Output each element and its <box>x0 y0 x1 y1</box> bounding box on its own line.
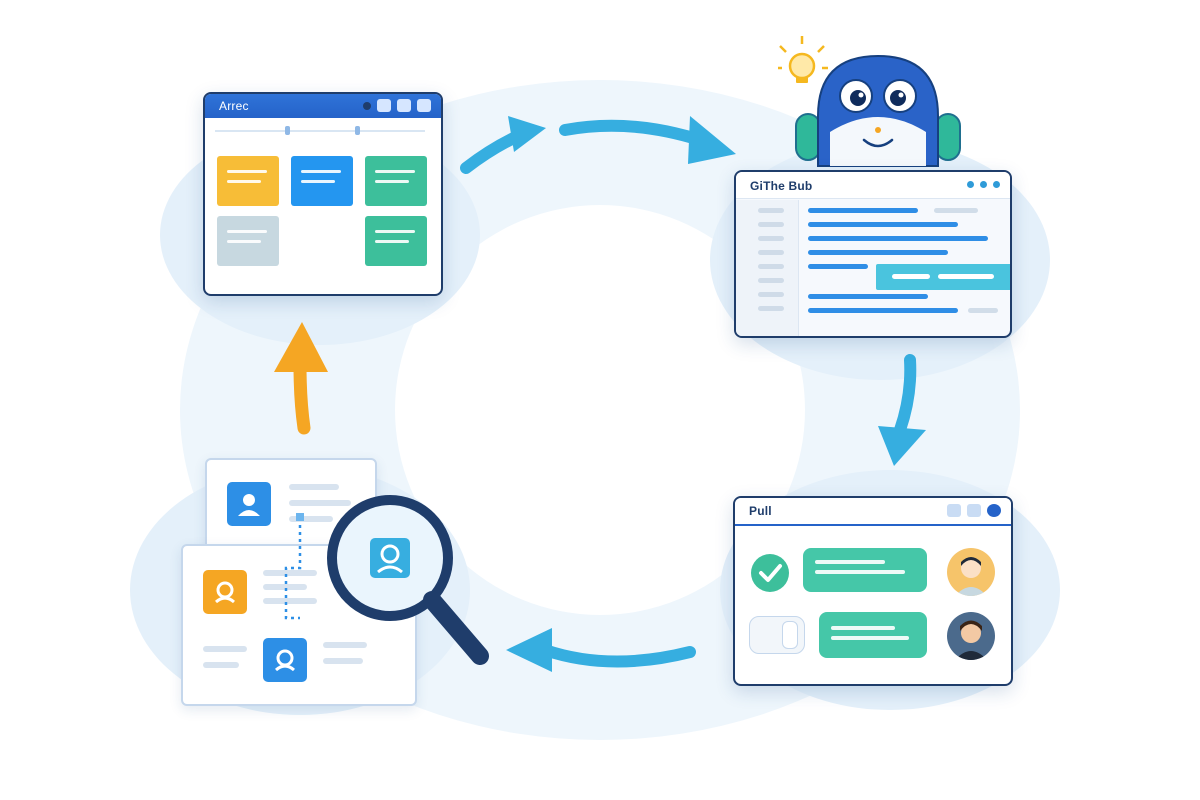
window-controls <box>967 181 1000 188</box>
toggle-knob <box>782 621 798 649</box>
title-bar: Pull <box>735 498 1011 526</box>
suggestion-line <box>938 274 994 279</box>
code-line <box>808 308 958 313</box>
card-text-line <box>227 230 267 233</box>
gutter-line <box>758 278 784 283</box>
kanban-board-window: Arrec <box>203 92 443 296</box>
card-text-line <box>375 170 415 173</box>
lightbulb-icon <box>778 36 828 83</box>
review-comment-bubble[interactable] <box>803 548 927 592</box>
task-card[interactable] <box>291 156 353 206</box>
gutter-line <box>758 264 784 269</box>
arrow-up-icon <box>274 322 328 435</box>
column-marker <box>355 126 360 135</box>
task-card[interactable] <box>365 156 427 206</box>
comment-line <box>831 626 895 630</box>
doc-text-line <box>263 584 307 590</box>
review-comment-bubble[interactable] <box>819 612 927 658</box>
card-text-line <box>227 180 261 183</box>
robot-assistant-icon <box>778 36 961 167</box>
user-search-icon <box>203 570 247 614</box>
window-title: Arrec <box>219 99 249 113</box>
code-line <box>808 264 868 269</box>
task-card[interactable] <box>217 216 279 266</box>
doc-text-line <box>289 500 351 506</box>
doc-text-line <box>323 658 363 664</box>
close-button[interactable] <box>417 99 431 112</box>
column-marker <box>285 126 290 135</box>
arrow-right-icon <box>559 116 736 164</box>
gutter-line <box>758 292 784 297</box>
comment-line <box>815 570 905 574</box>
card-text-line <box>375 240 409 243</box>
task-card[interactable] <box>365 216 427 266</box>
pull-request-window: Pull <box>733 496 1013 686</box>
code-line <box>934 208 978 213</box>
doc-text-line <box>263 570 317 576</box>
minimize-button[interactable] <box>947 504 961 517</box>
code-line <box>808 294 928 299</box>
window-controls <box>947 504 1001 517</box>
code-editor-window: GiThe Bub <box>734 170 1012 338</box>
connector-dots <box>284 513 304 620</box>
window-dot[interactable] <box>993 181 1000 188</box>
avatar <box>947 612 995 660</box>
card-text-line <box>227 170 267 173</box>
window-title: GiThe Bub <box>750 179 813 193</box>
card-text-line <box>301 170 341 173</box>
avatar <box>947 548 995 596</box>
close-button[interactable] <box>987 504 1001 517</box>
window-controls <box>363 99 431 112</box>
ai-suggestion-highlight[interactable] <box>876 264 1010 290</box>
doc-text-line <box>203 662 239 668</box>
line-gutter <box>736 200 799 336</box>
arrow-left-icon <box>506 628 696 672</box>
doc-text-line <box>323 642 367 648</box>
window-title: Pull <box>749 504 772 518</box>
code-line <box>808 222 958 227</box>
column-header-rule <box>215 130 425 132</box>
comment-line <box>831 636 909 640</box>
gutter-line <box>758 222 784 227</box>
window-dot[interactable] <box>967 181 974 188</box>
gutter-line <box>758 250 784 255</box>
code-line <box>808 250 948 255</box>
title-bar: Arrec <box>205 94 441 118</box>
gutter-line <box>758 306 784 311</box>
maximize-button[interactable] <box>397 99 411 112</box>
pin-icon <box>363 102 371 110</box>
toggle-switch[interactable] <box>749 616 805 654</box>
suggestion-line <box>892 274 930 279</box>
background-center <box>395 205 805 615</box>
card-text-line <box>375 180 409 183</box>
author-avatar-icon <box>955 620 987 660</box>
arrow-right-icon <box>460 116 546 174</box>
doc-text-line <box>289 484 339 490</box>
user-search-icon <box>263 638 307 682</box>
user-icon <box>227 482 271 526</box>
code-line <box>808 236 988 241</box>
doc-text-line <box>263 598 317 604</box>
check-circle-icon <box>751 554 789 592</box>
title-bar: GiThe Bub <box>736 172 1010 199</box>
reviewer-avatar-icon <box>955 557 987 596</box>
code-line <box>808 208 918 213</box>
code-line <box>968 308 998 313</box>
maximize-button[interactable] <box>967 504 981 517</box>
doc-text-line <box>289 516 333 522</box>
card-text-line <box>375 230 415 233</box>
card-text-line <box>227 240 261 243</box>
arrow-down-icon <box>878 354 926 466</box>
doc-text-line <box>203 646 247 652</box>
magnifier-icon <box>327 495 489 665</box>
gutter-line <box>758 236 784 241</box>
minimize-button[interactable] <box>377 99 391 112</box>
task-card[interactable] <box>217 156 279 206</box>
comment-line <box>815 560 885 564</box>
card-text-line <box>301 180 335 183</box>
gutter-line <box>758 208 784 213</box>
window-dot[interactable] <box>980 181 987 188</box>
